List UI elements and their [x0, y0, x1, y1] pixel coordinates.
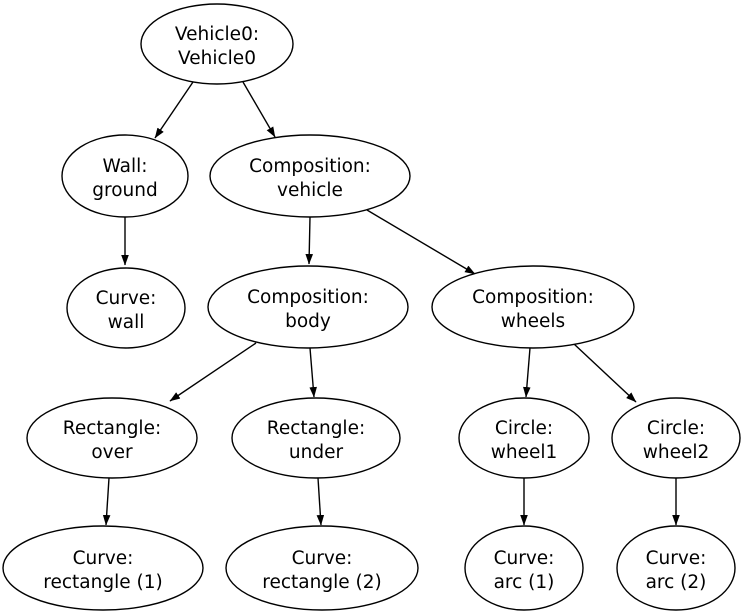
node-composition-vehicle-label-line2: vehicle [277, 180, 343, 201]
node-composition-wheels: Composition: wheels [431, 265, 635, 349]
node-curve-rectangle-1-shape [2, 525, 204, 611]
node-curve-rectangle-1-label-line2: rectangle (1) [43, 572, 162, 593]
node-composition-body: Composition: body [207, 265, 409, 349]
node-composition-body-label-line1: Composition: [247, 287, 369, 308]
node-vehicle0-label-line2: Vehicle0 [178, 48, 256, 69]
node-curve-arc-2-label-line2: arc (2) [646, 572, 707, 593]
node-curve-rectangle-1: Curve: rectangle (1) [2, 525, 204, 611]
edge-composition-body-rectangle-over [169, 342, 257, 402]
edge-composition-wheels-circle-wheel1 [523, 347, 531, 398]
edge-rectangle-under-curve-rectangle-2 [316, 477, 325, 526]
node-composition-vehicle: Composition: vehicle [209, 134, 411, 218]
node-curve-arc-1-shape [464, 525, 584, 611]
edge-vehicle0-composition-vehicle [242, 81, 276, 138]
node-circle-wheel2-label-line1: Circle: [647, 418, 705, 439]
node-curve-wall-label-line1: Curve: [96, 288, 157, 309]
edge-composition-body-rectangle-under [309, 347, 317, 398]
node-curve-arc-2-label-line1: Curve: [646, 548, 707, 569]
node-composition-wheels-label-line2: wheels [501, 311, 565, 332]
node-curve-rectangle-2-shape [225, 525, 419, 611]
edge-rectangle-over-curve-rectangle-1 [102, 477, 111, 526]
node-vehicle0: Vehicle0: Vehicle0 [140, 3, 294, 85]
node-circle-wheel2-label-line2: wheel2 [643, 442, 710, 463]
node-composition-wheels-shape [431, 265, 635, 349]
node-curve-arc-1: Curve: arc (1) [464, 525, 584, 611]
node-curve-arc-1-label-line1: Curve: [494, 548, 555, 569]
node-rectangle-under-shape [231, 397, 401, 479]
node-vehicle0-label-line1: Vehicle0: [175, 24, 259, 45]
node-curve-wall-label-line2: wall [108, 312, 145, 333]
node-wall-ground-shape [61, 134, 189, 218]
node-circle-wheel1: Circle: wheel1 [458, 397, 590, 479]
edge-composition-vehicle-composition-body [305, 216, 314, 265]
node-curve-rectangle-1-label-line1: Curve: [73, 548, 134, 569]
node-wall-ground-label-line2: ground [92, 180, 157, 201]
edge-vehicle0-wall-ground [154, 81, 194, 139]
node-circle-wheel2: Circle: wheel2 [611, 397, 741, 479]
node-circle-wheel1-shape [458, 397, 590, 479]
node-circle-wheel1-label-line2: wheel1 [491, 442, 558, 463]
node-circle-wheel1-label-line1: Circle: [495, 418, 553, 439]
node-curve-arc-2: Curve: arc (2) [616, 525, 736, 611]
node-curve-arc-2-shape [616, 525, 736, 611]
edge-composition-wheels-circle-wheel2 [573, 343, 637, 403]
node-vehicle0-shape [140, 3, 294, 85]
node-curve-wall: Curve: wall [66, 267, 186, 349]
node-curve-wall-shape [66, 267, 186, 349]
node-rectangle-under-label-line1: Rectangle: [267, 418, 365, 439]
node-curve-rectangle-2: Curve: rectangle (2) [225, 525, 419, 611]
node-curve-rectangle-2-label-line2: rectangle (2) [262, 572, 381, 593]
node-circle-wheel2-shape [611, 397, 741, 479]
node-rectangle-over-label-line1: Rectangle: [63, 418, 161, 439]
node-composition-body-label-line2: body [285, 311, 331, 332]
node-composition-body-shape [207, 265, 409, 349]
node-wall-ground-label-line1: Wall: [103, 156, 148, 177]
node-composition-vehicle-shape [209, 134, 411, 218]
node-wall-ground: Wall: ground [61, 134, 189, 218]
edges [102, 81, 680, 526]
nodes: Vehicle0: Vehicle0 Wall: ground Composit… [2, 3, 741, 611]
node-rectangle-under-label-line2: under [289, 442, 344, 463]
node-curve-rectangle-2-label-line1: Curve: [292, 548, 353, 569]
node-composition-vehicle-label-line1: Composition: [249, 156, 371, 177]
node-rectangle-under: Rectangle: under [231, 397, 401, 479]
edge-composition-vehicle-composition-wheels [366, 209, 476, 275]
node-curve-arc-1-label-line2: arc (1) [494, 572, 555, 593]
node-rectangle-over: Rectangle: over [26, 397, 198, 479]
node-rectangle-over-shape [26, 397, 198, 479]
node-rectangle-over-label-line2: over [91, 442, 133, 463]
node-composition-wheels-label-line1: Composition: [472, 287, 594, 308]
